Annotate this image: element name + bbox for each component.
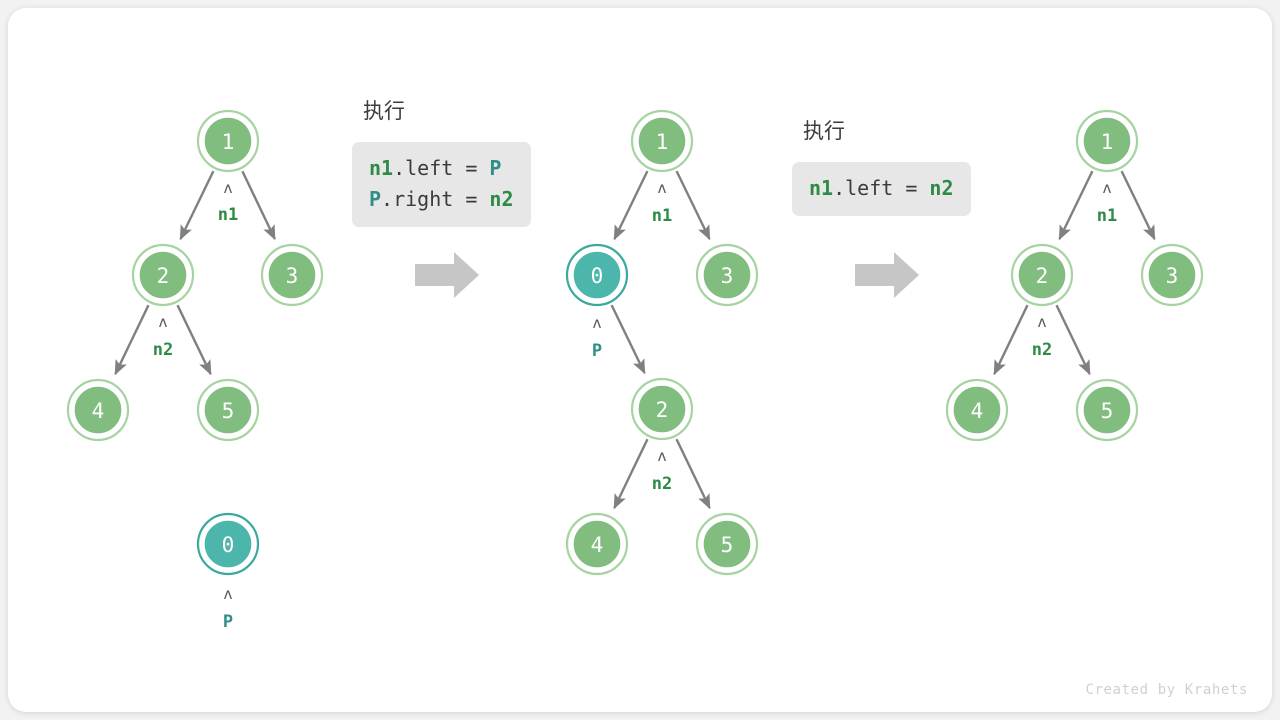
block-arrows-layer	[415, 252, 919, 298]
tree-nodes-layer: 1 2 3 4 5 0 1 0 3 2 4 5 1 2 3 4 5	[66, 109, 1204, 576]
pointer-caret-icon: ʌ	[223, 585, 232, 603]
tree-node-value: 4	[92, 399, 105, 423]
tree-node: 5	[1075, 378, 1139, 442]
code-token: .left =	[393, 156, 490, 180]
watermark-credit: Created by Krahets	[1085, 682, 1248, 698]
tree-edge	[241, 170, 276, 241]
code-token: P	[369, 187, 382, 211]
pointer-label: P	[223, 612, 233, 632]
tree-node: 1	[1075, 109, 1139, 173]
tree-node-value: 1	[656, 130, 669, 154]
tree-node: 2	[131, 243, 195, 307]
pointer-caret-icon: ʌ	[158, 313, 167, 331]
tree-node: 0	[196, 512, 260, 576]
tree-node-value: 5	[222, 399, 235, 423]
pointer-caret-icon: ʌ	[592, 314, 601, 332]
tree-edge	[179, 170, 215, 241]
exec-label-step-2: 执行	[803, 119, 845, 143]
code-block-step-2: n1.left = n2	[792, 162, 971, 216]
pointer-caret-icon: ʌ	[657, 447, 666, 465]
tree-node: 0	[565, 243, 629, 307]
tree-node: 2	[630, 377, 694, 441]
code-token: n1	[809, 176, 834, 200]
pointer-caret-icon: ʌ	[1102, 179, 1111, 197]
tree-node-value: 2	[656, 398, 669, 422]
pointer-label: P	[592, 341, 602, 361]
tree-node: 3	[260, 243, 324, 307]
tree-node: 2	[1010, 243, 1074, 307]
code-token: n2	[929, 176, 954, 200]
exec-label-step-1: 执行	[363, 99, 405, 123]
tree-edge	[613, 170, 649, 241]
block-arrow-1	[415, 252, 479, 298]
tree-node-value: 1	[222, 130, 235, 154]
tree-edge	[993, 304, 1029, 376]
pointer-label: n2	[1032, 340, 1052, 360]
pointer-label: n2	[153, 340, 173, 360]
pointer-caret-icon: ʌ	[657, 179, 666, 197]
tree-node: 3	[1140, 243, 1204, 307]
tree-edge	[176, 304, 212, 376]
tree-edge	[613, 438, 649, 510]
tree-node-value: 0	[222, 533, 235, 557]
tree-node-value: 5	[721, 533, 734, 557]
pointer-label: n1	[1097, 206, 1117, 226]
tree-node-value: 0	[591, 264, 604, 288]
tree-node-value: 3	[286, 264, 299, 288]
code-token: P	[489, 156, 502, 180]
tree-edge	[1120, 170, 1156, 241]
block-arrow-2	[855, 252, 919, 298]
code-block-step-1: n1.left = P P.right = n2	[352, 142, 531, 227]
pointer-caret-icon: ʌ	[223, 179, 232, 197]
tree-edge	[114, 304, 150, 376]
tree-node-value: 4	[971, 399, 984, 423]
pointer-label: n1	[218, 205, 238, 225]
pointer-label: n1	[652, 206, 672, 226]
pointer-caret-icon: ʌ	[1037, 313, 1046, 331]
tree-node-value: 3	[1166, 264, 1179, 288]
tree-node: 5	[695, 512, 759, 576]
tree-node-value: 2	[1036, 264, 1049, 288]
tree-node: 4	[945, 378, 1009, 442]
tree-node: 3	[695, 243, 759, 307]
code-token: n1	[369, 156, 394, 180]
tree-edge	[1058, 170, 1094, 241]
code-token: .right =	[381, 187, 490, 211]
tree-node-value: 3	[721, 264, 734, 288]
tree-node-value: 2	[157, 264, 170, 288]
tree-node: 5	[196, 378, 260, 442]
pointer-label: n2	[652, 474, 672, 494]
tree-node: 4	[66, 378, 130, 442]
tree-edge	[1055, 304, 1091, 376]
tree-node-value: 5	[1101, 399, 1114, 423]
tree-node: 4	[565, 512, 629, 576]
tree-edge	[610, 304, 646, 375]
tree-node-value: 1	[1101, 130, 1114, 154]
tree-node: 1	[196, 109, 260, 173]
code-token: n2	[489, 187, 514, 211]
tree-node: 1	[630, 109, 694, 173]
tree-node-value: 4	[591, 533, 604, 557]
code-token: .left =	[833, 176, 930, 200]
tree-edge	[675, 438, 711, 510]
tree-edges-layer	[114, 170, 1156, 510]
tree-edge	[675, 170, 711, 241]
